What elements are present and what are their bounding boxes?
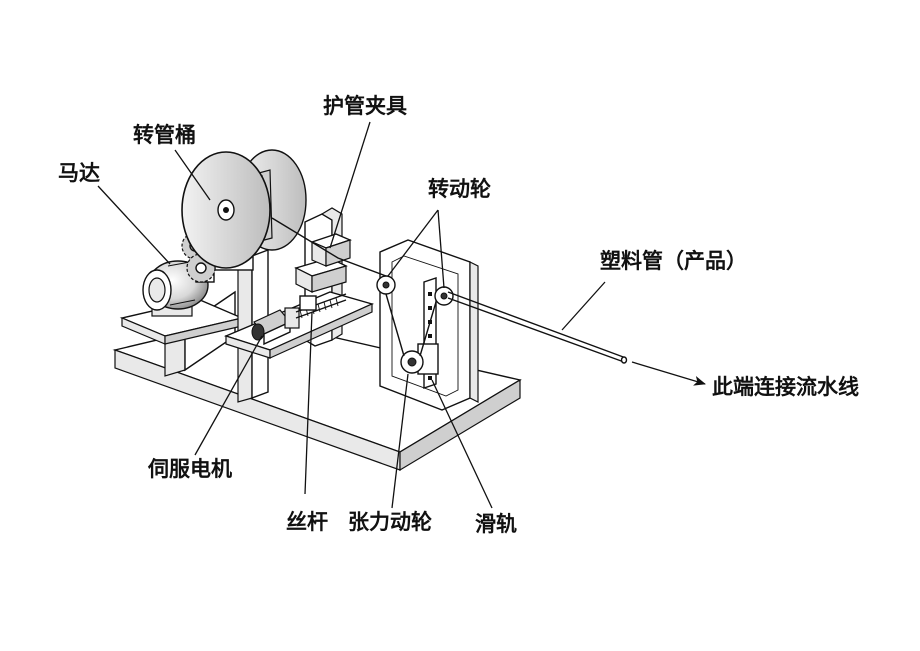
label-motor: 马达 [58, 161, 100, 185]
label-guide-pulleys: 转动轮 [428, 177, 491, 201]
leader-lines [97, 121, 706, 509]
label-plastic-pipe: 塑料管（产品） [600, 249, 747, 273]
lead-screw [295, 293, 347, 319]
label-lead-screw: 丝杆 [286, 510, 328, 534]
label-winding-drum: 转管桶 [133, 123, 196, 147]
pipe-clamp [294, 233, 352, 293]
label-pipe-clamp: 护管夹具 [323, 94, 407, 118]
tension-pulley [400, 343, 439, 375]
winding-drum [181, 149, 307, 269]
base-plate [112, 317, 522, 472]
plastic-pipe [271, 217, 628, 364]
label-servo-motor: 伺服电机 [147, 457, 232, 481]
label-slide-rail: 滑轨 [475, 512, 517, 536]
label-tension-pulley: 张力动轮 [348, 510, 432, 534]
servo-motor [251, 307, 300, 346]
label-line-end: 此端连接流水线 [712, 375, 859, 399]
